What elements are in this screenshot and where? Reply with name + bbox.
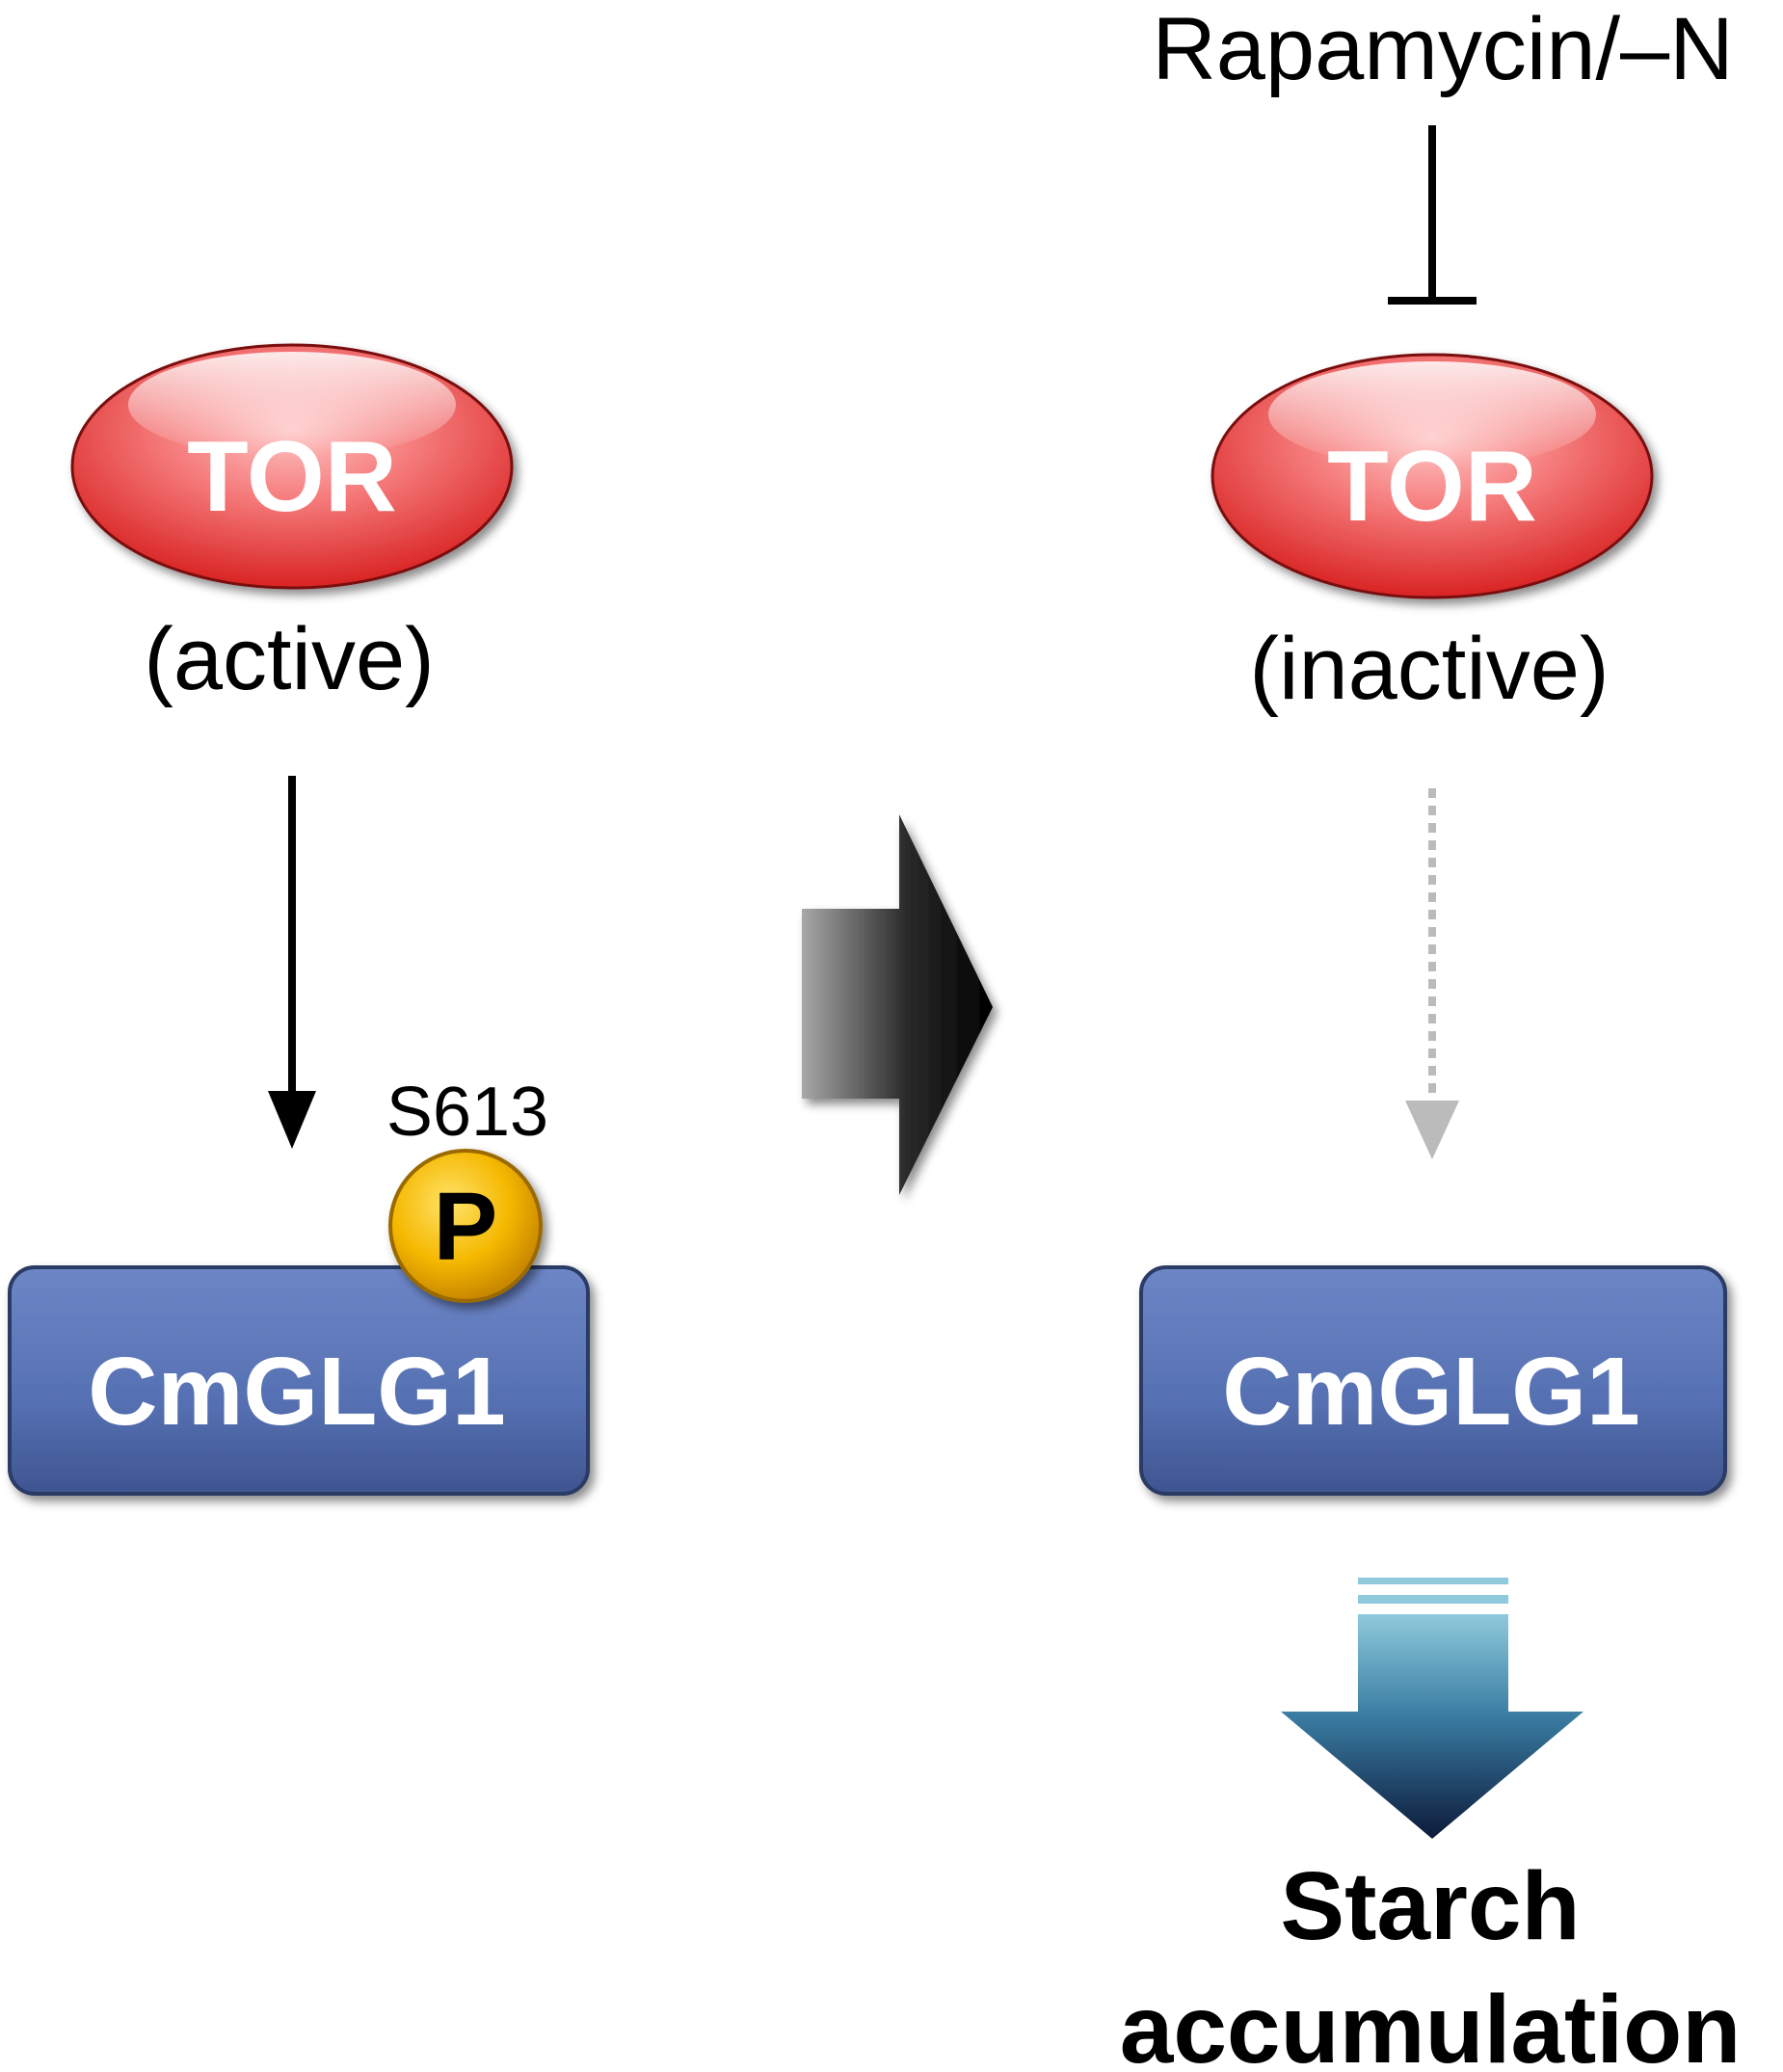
inhibitor-label: Rapamycin/–N [1152,0,1733,98]
phospho-badge: P [388,1149,543,1303]
weakened-arrow [1405,788,1459,1159]
right-tor-state-label: (inactive) [1249,620,1609,718]
outcome-label-line2: accumulation [1120,1976,1742,2072]
phospho-letter: P [434,1173,498,1281]
left-tor-label: TOR [187,421,397,533]
outcome-label-line1: Starch [1280,1852,1580,1960]
right-cmglg1-label: CmGLG1 [1222,1338,1639,1446]
activation-arrow [268,776,316,1149]
left-cmglg1-label: CmGLG1 [88,1338,505,1446]
right-cmglg1-box: CmGLG1 [1139,1265,1727,1496]
left-tor-node: TOR [70,343,514,590]
right-tor-node: TOR [1211,353,1654,599]
right-tor-label: TOR [1327,431,1537,543]
transition-arrow [802,814,993,1195]
inhibition-bar [1388,125,1477,305]
phospho-site-label: S613 [386,1074,548,1151]
left-tor-state-label: (active) [144,610,435,708]
outcome-arrow [1281,1578,1583,1839]
left-cmglg1-box: CmGLG1 [8,1265,590,1496]
